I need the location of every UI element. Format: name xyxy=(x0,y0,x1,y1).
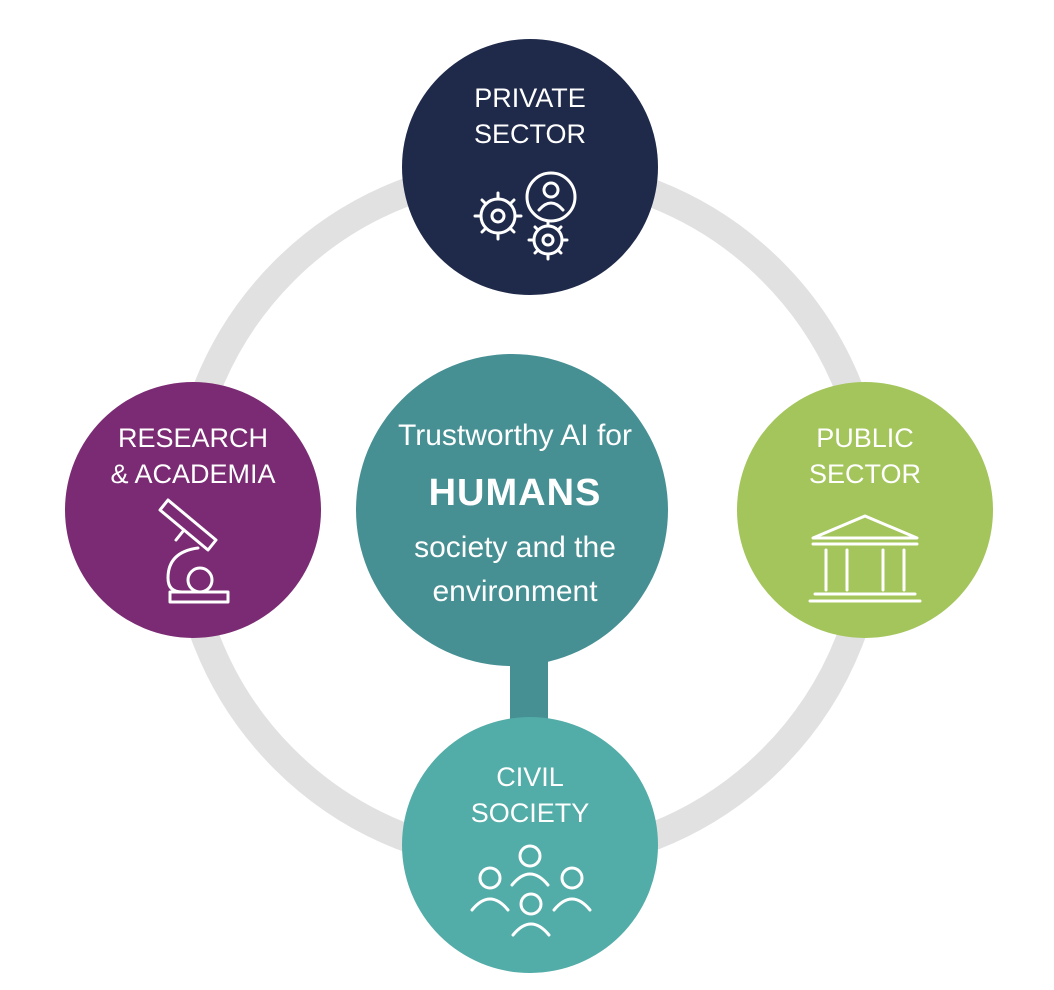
civil-society-label-line1: CIVIL xyxy=(496,762,564,792)
research-academia-label-line1: RESEARCH xyxy=(118,423,268,453)
center-title-line2: HUMANS xyxy=(429,472,602,514)
private-sector-label-line2: SECTOR xyxy=(474,119,586,149)
private-sector-node: PRIVATE SECTOR xyxy=(402,39,658,295)
public-sector-label-line1: PUBLIC xyxy=(816,423,914,453)
center-title-line1: Trustworthy AI for xyxy=(398,419,632,452)
public-sector-circle xyxy=(737,382,993,638)
government-building-icon xyxy=(808,514,922,603)
microscope-icon xyxy=(158,498,230,604)
public-sector-label-line2: SECTOR xyxy=(809,459,921,489)
civil-society-node: CIVIL SOCIETY xyxy=(402,717,658,973)
private-sector-circle xyxy=(402,39,658,295)
research-academia-circle xyxy=(65,382,321,638)
center-node: Trustworthy AI for HUMANS society and th… xyxy=(356,354,668,666)
public-sector-node: PUBLIC SECTOR xyxy=(737,382,993,638)
private-sector-label-line1: PRIVATE xyxy=(474,83,586,113)
research-academia-label-line2: & ACADEMIA xyxy=(110,459,275,489)
gears-person-icon xyxy=(473,171,577,261)
center-title-line4: environment xyxy=(432,575,598,608)
center-circle xyxy=(356,354,668,666)
research-academia-node: RESEARCH & ACADEMIA xyxy=(65,382,321,638)
center-title-line3: society and the xyxy=(414,531,616,564)
civil-society-label-line2: SOCIETY xyxy=(471,798,590,828)
people-group-icon xyxy=(470,844,592,937)
